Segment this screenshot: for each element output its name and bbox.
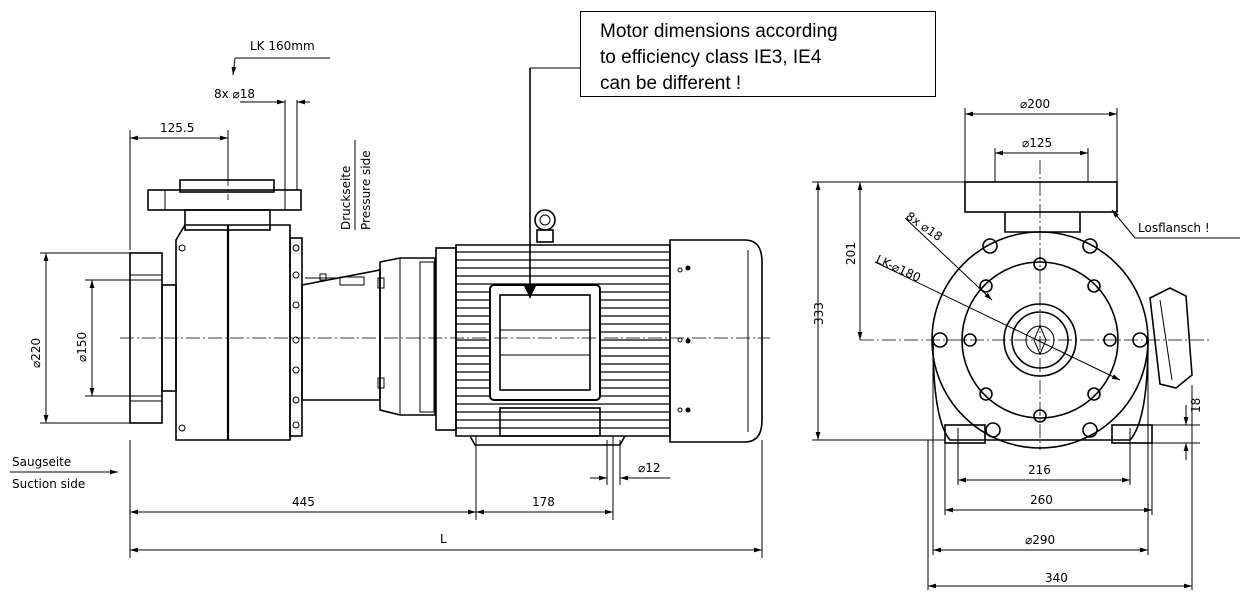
pressure-side-label: Druckseite Pressure side [339,140,373,230]
note-line-3: can be different ! [600,73,742,94]
pressure-side-en: Pressure side [359,150,373,230]
front-height-axis: 201 [844,242,858,265]
pressure-side-de: Druckseite [339,166,353,230]
adapter-lantern [301,257,436,416]
front-d-top-outer: ⌀200 [1020,97,1050,111]
motor-note-box: Motor dimensions according to efficiency… [580,11,936,97]
front-foot-height: 18 [1189,398,1203,413]
front-view: ⌀200 ⌀125 Losflansch ! 8x ⌀18 LK-⌀180 33… [812,97,1240,590]
note-leader [522,67,580,298]
fan-cover [669,239,763,443]
front-foot-outer: 260 [1030,493,1053,507]
foot-bolt-label: ⌀12 [638,461,661,475]
suction-side-en: Suction side [12,477,85,491]
holes-label: 8x ⌀18 [214,87,255,101]
front-d-290: ⌀290 [1025,533,1055,547]
side-view: 125.5 LK 160mm 8x ⌀18 Druckseite Pressur… [10,39,770,558]
note-line-2: to efficiency class IE3, IE4 [600,47,822,68]
front-foot-inner: 216 [1028,463,1051,477]
suction-side-label: Saugseite Suction side [10,455,118,491]
pressure-flange [147,179,302,231]
front-width-total: 340 [1045,571,1068,585]
front-d-top-inner: ⌀125 [1022,136,1052,150]
dim-diameters-left: ⌀220 ⌀150 [29,252,162,424]
d-inner-label: ⌀150 [75,332,89,362]
dim-holes: LK 160mm 8x ⌀18 [214,39,330,190]
length-total-label: L [440,532,447,546]
length-feet-label: 178 [532,495,555,509]
length-pump-label: 445 [292,495,315,509]
front-loose-flange: Losflansch ! [1138,221,1210,235]
note-line-1: Motor dimensions according [600,21,838,42]
dim-bottom-side: 445 178 L ⌀12 [129,436,763,558]
front-holes: 8x ⌀18 [903,209,945,244]
pump-casing [175,224,303,441]
front-lk: LK-⌀180 [874,252,923,285]
suction-side-de: Saugseite [12,455,71,469]
d-outer-label: ⌀220 [29,338,43,368]
front-height-total: 333 [812,302,826,325]
flange-offset-label: 125.5 [160,121,194,135]
dim-flange-offset: 125.5 [129,121,229,250]
motor-body [435,209,683,446]
lk-label: LK 160mm [250,39,315,53]
